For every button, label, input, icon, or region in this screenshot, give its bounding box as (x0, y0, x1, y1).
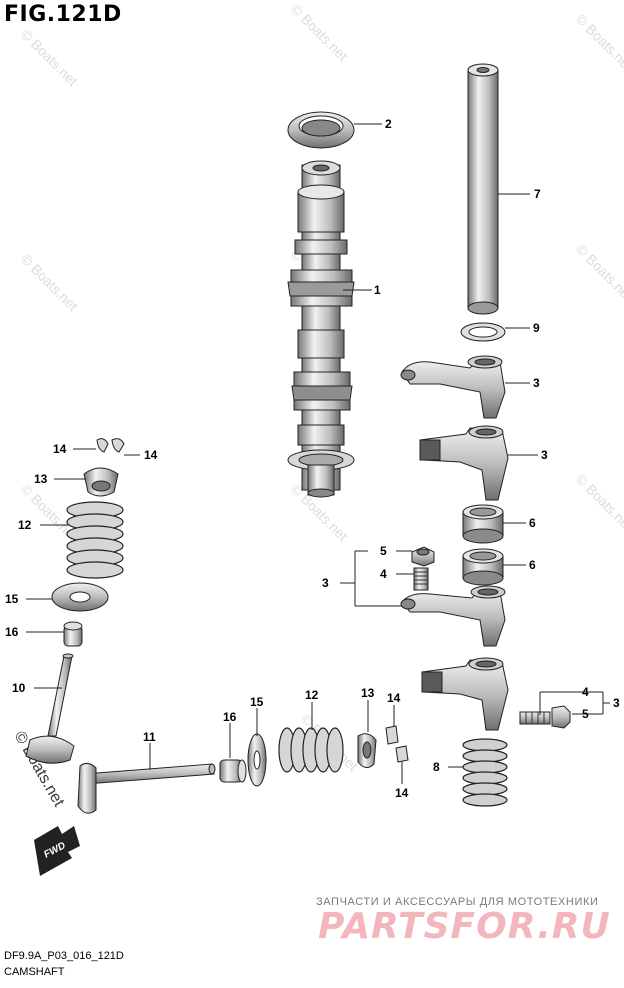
fwd-arrow: FWD (34, 826, 80, 876)
valve-spring-drawing (66, 501, 124, 579)
valve-cotter-drawing (385, 725, 409, 763)
intake-valve-drawing (25, 653, 75, 764)
figure-code: DF9.9A_P03_016_121D (4, 950, 124, 962)
callout-labels: 1 2 7 9 3 3 6 6 5 4 3 4 5 3 8 14 14 13 1… (5, 117, 620, 800)
rocker-arm-drawing (400, 585, 506, 647)
callout-16: 16 (5, 625, 19, 639)
spacer-drawing (462, 504, 504, 544)
valve-spring-drawing (278, 727, 344, 773)
figure-name: CAMSHAFT (4, 966, 65, 978)
spring-seat-drawing (51, 582, 109, 612)
callout-3: 3 (541, 448, 548, 462)
rocker-shaft-drawing (467, 63, 499, 315)
valve-stem-seal-drawing (63, 621, 83, 647)
callout-11: 11 (143, 730, 156, 744)
callout-10: 10 (12, 681, 26, 695)
callout-9: 9 (533, 321, 540, 335)
callout-8: 8 (433, 760, 440, 774)
site-watermark: © Boats.net (573, 471, 624, 534)
spacer-drawing (462, 548, 504, 586)
site-watermark: © Boats.net (288, 1, 351, 64)
callout-1: 1 (374, 283, 381, 297)
callout-16: 16 (223, 710, 237, 724)
callout-13: 13 (361, 686, 375, 700)
callout-4: 4 (380, 567, 387, 581)
washer-drawing (460, 322, 506, 342)
callout-13: 13 (34, 472, 48, 486)
callout-6: 6 (529, 516, 536, 530)
callout-14: 14 (387, 691, 401, 705)
callout-7: 7 (534, 187, 541, 201)
callout-4: 4 (582, 685, 589, 699)
spring-retainer-drawing (83, 467, 119, 497)
callout-6: 6 (529, 558, 536, 572)
callout-3: 3 (322, 576, 329, 590)
site-watermark: © Boats.net (573, 241, 624, 304)
callout-3: 3 (533, 376, 540, 390)
site-watermark: © Boats.net (18, 26, 81, 89)
spring-retainer-drawing (357, 733, 377, 768)
rocker-spring-drawing (462, 738, 508, 807)
rocker-arm-drawing (421, 657, 509, 731)
valve-cotter-drawing (96, 438, 125, 453)
callout-12: 12 (18, 518, 32, 532)
callout-15: 15 (5, 592, 19, 606)
spring-seat-drawing (247, 733, 267, 787)
camshaft-drawing (287, 160, 355, 498)
site-watermark: © Boats.net (573, 11, 624, 74)
valve-stem-seal-drawing (219, 759, 247, 783)
callout-5: 5 (582, 707, 589, 721)
shop-tagline: ЗАПЧАСТИ И АКСЕССУАРЫ ДЛЯ МОТОТЕХНИКИ (316, 896, 599, 908)
callout-5: 5 (380, 544, 387, 558)
callout-14: 14 (144, 448, 158, 462)
adjusting-nut-drawing (411, 546, 435, 567)
figure-title: FIG.121D (4, 2, 122, 27)
callout-14: 14 (395, 786, 409, 800)
adjusting-nut-drawing (551, 705, 571, 729)
oil-seal-drawing (287, 111, 355, 149)
rocker-arm-drawing (400, 355, 506, 419)
rocker-arm-drawing (419, 425, 509, 501)
exhaust-valve-drawing (77, 762, 216, 814)
callout-2: 2 (385, 117, 392, 131)
adjusting-screw-drawing (519, 711, 551, 725)
callout-3: 3 (613, 696, 620, 710)
site-watermark: © Boats.net (18, 251, 81, 314)
callout-12: 12 (305, 688, 319, 702)
callout-14: 14 (53, 442, 67, 456)
shop-brand-watermark: PARTSFOR.RU (318, 906, 611, 947)
callout-15: 15 (250, 695, 264, 709)
leader-lines (26, 123, 610, 784)
adjusting-screw-drawing (413, 567, 429, 591)
